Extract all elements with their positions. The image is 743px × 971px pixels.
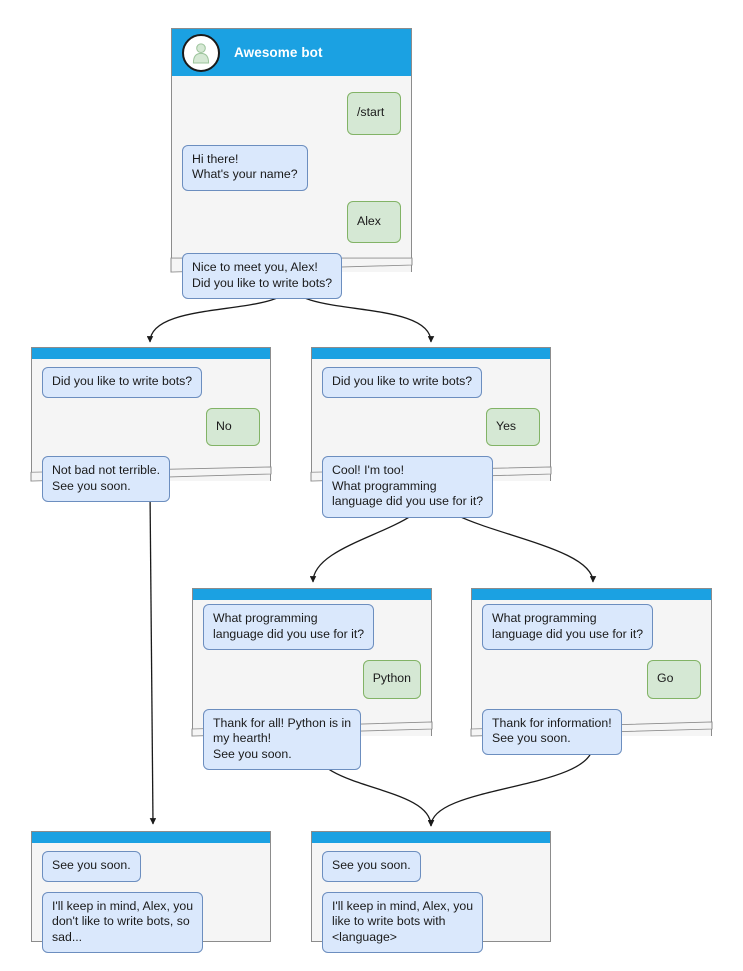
message-row: Hi there! What's your name?	[182, 144, 401, 191]
card-end-sad-chat: See you soon. I'll keep in mind, Alex, y…	[32, 843, 270, 963]
card-yes-branch-chat: Did you like to write bots? Yes Cool! I'…	[312, 359, 550, 528]
user-message-bubble[interactable]: Alex	[347, 200, 401, 243]
bot-message-bubble[interactable]: Thank for all! Python is in my hearth! S…	[203, 708, 362, 770]
user-message-bubble[interactable]: /start	[347, 92, 401, 135]
card-yes-branch-titlebar	[312, 348, 550, 359]
card-end-sad[interactable]: See you soon. I'll keep in mind, Alex, y…	[31, 831, 271, 953]
bot-message-bubble[interactable]: See you soon.	[322, 851, 421, 882]
card-end-happy-titlebar	[312, 832, 550, 843]
bot-message-bubble[interactable]: What programming language did you use fo…	[482, 604, 654, 650]
bot-name-label: Awesome bot	[234, 45, 323, 60]
card-end-happy[interactable]: See you soon. I'll keep in mind, Alex, y…	[311, 831, 551, 953]
message-row: Not bad not terrible. See you soon.	[42, 456, 260, 502]
card-python-branch-chat: What programming language did you use fo…	[193, 600, 431, 780]
connector-no-to-end-sad	[149, 489, 157, 825]
card-no-branch-titlebar	[32, 348, 270, 359]
message-row: Nice to meet you, Alex! Did you like to …	[182, 253, 401, 299]
bot-message-bubble[interactable]: Hi there! What's your name?	[182, 144, 308, 191]
message-row: What programming language did you use fo…	[482, 604, 701, 650]
message-row: See you soon.	[42, 851, 260, 882]
person-avatar-icon	[182, 33, 220, 72]
card-start-chat: /start Hi there! What's your name? Alex …	[172, 86, 411, 309]
user-message-bubble[interactable]: Python	[362, 660, 421, 699]
user-message-bubble[interactable]: Go	[647, 660, 701, 699]
card-python-branch-titlebar	[193, 589, 431, 600]
card-end-sad-titlebar	[32, 832, 270, 843]
message-row: See you soon.	[322, 851, 540, 882]
message-row: Did you like to write bots?	[42, 367, 260, 398]
card-end-happy-chat: See you soon. I'll keep in mind, Alex, y…	[312, 843, 550, 963]
card-no-branch-chat: Did you like to write bots? No Not bad n…	[32, 359, 270, 512]
message-row: Thank for information! See you soon.	[482, 708, 701, 755]
bot-message-bubble[interactable]: What programming language did you use fo…	[203, 604, 375, 650]
card-start[interactable]: Awesome bot /start Hi there! What's your…	[170, 28, 413, 299]
bot-message-bubble[interactable]: Nice to meet you, Alex! Did you like to …	[182, 253, 343, 299]
bot-message-bubble[interactable]: Not bad not terrible. See you soon.	[42, 456, 171, 502]
message-row: /start	[182, 92, 401, 135]
card-go-branch-titlebar	[472, 589, 711, 600]
bot-message-bubble[interactable]: I'll keep in mind, Alex, you don't like …	[42, 891, 204, 953]
bot-message-bubble[interactable]: Did you like to write bots?	[42, 367, 203, 398]
user-message-bubble[interactable]: No	[206, 407, 260, 446]
card-no-branch[interactable]: Did you like to write bots? No Not bad n…	[30, 347, 272, 502]
message-row: Did you like to write bots?	[322, 367, 540, 398]
message-row: Go	[482, 660, 701, 699]
message-row: Python	[203, 660, 421, 699]
card-yes-branch[interactable]: Did you like to write bots? Yes Cool! I'…	[310, 347, 552, 518]
bot-message-bubble[interactable]: Did you like to write bots?	[322, 367, 483, 398]
message-row: No	[42, 407, 260, 446]
bot-message-bubble[interactable]: Cool! I'm too! What programming language…	[322, 456, 494, 518]
bot-message-bubble[interactable]: Thank for information! See you soon.	[482, 708, 622, 755]
message-row: Alex	[182, 200, 401, 243]
message-row: What programming language did you use fo…	[203, 604, 421, 650]
card-go-branch-chat: What programming language did you use fo…	[472, 600, 711, 765]
card-start-titlebar: Awesome bot	[172, 29, 411, 76]
message-row: Yes	[322, 407, 540, 446]
user-message-bubble[interactable]: Yes	[486, 407, 540, 446]
card-go-branch[interactable]: What programming language did you use fo…	[470, 588, 713, 755]
message-row: Cool! I'm too! What programming language…	[322, 456, 540, 518]
card-python-branch[interactable]: What programming language did you use fo…	[191, 588, 433, 770]
message-row: I'll keep in mind, Alex, you don't like …	[42, 891, 260, 953]
message-row: Thank for all! Python is in my hearth! S…	[203, 708, 421, 770]
bot-message-bubble[interactable]: See you soon.	[42, 851, 141, 882]
bot-message-bubble[interactable]: I'll keep in mind, Alex, you like to wri…	[322, 891, 484, 953]
message-row: I'll keep in mind, Alex, you like to wri…	[322, 891, 540, 953]
